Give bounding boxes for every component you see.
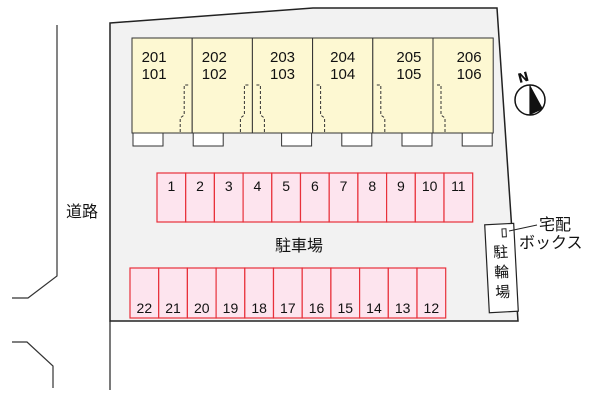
balcony bbox=[341, 132, 373, 147]
balcony bbox=[132, 132, 164, 147]
parking-space: 20 bbox=[186, 267, 217, 319]
bicycle-parking: 駐輪場 bbox=[484, 222, 519, 314]
parking-space-number: 19 bbox=[223, 300, 239, 316]
unit-number-upper: 206 bbox=[457, 49, 482, 66]
parking-space-number: 22 bbox=[137, 300, 153, 316]
road-edge-upper bbox=[12, 25, 58, 299]
parking-space-number: 6 bbox=[311, 178, 319, 194]
balcony bbox=[401, 132, 433, 147]
unit-number-lower: 101 bbox=[142, 66, 167, 83]
unit-number-upper: 205 bbox=[396, 49, 421, 66]
unit-number-lower: 105 bbox=[396, 66, 421, 83]
parking-space: 3 bbox=[213, 172, 244, 223]
parking-space: 17 bbox=[272, 267, 303, 319]
entrance-path bbox=[316, 84, 326, 133]
parking-space: 22 bbox=[129, 267, 160, 319]
delivery-box-label-1: 宅配 bbox=[539, 215, 571, 234]
unit-number-upper: 202 bbox=[202, 49, 227, 66]
parking-space: 6 bbox=[299, 172, 330, 223]
entrance-path bbox=[179, 84, 189, 133]
north-compass-icon: N bbox=[514, 70, 546, 116]
parking-label: 駐車場 bbox=[275, 236, 323, 255]
balcony bbox=[281, 132, 313, 147]
parking-space: 12 bbox=[416, 267, 447, 319]
parking-space-number: 14 bbox=[366, 300, 382, 316]
parking-space-number: 5 bbox=[282, 178, 290, 194]
parking-space: 14 bbox=[359, 267, 389, 319]
parking-space-number: 16 bbox=[309, 300, 325, 316]
north-label: N bbox=[516, 70, 530, 87]
parking-space-number: 1 bbox=[167, 178, 175, 194]
parking-space: 13 bbox=[387, 267, 418, 319]
unit-number-lower: 106 bbox=[457, 66, 482, 83]
parking-space-number: 3 bbox=[225, 178, 233, 194]
parking-space-number: 4 bbox=[254, 178, 262, 194]
entrance-path bbox=[376, 84, 386, 133]
road-label: 道路 bbox=[66, 202, 98, 221]
parking-space: 15 bbox=[330, 267, 361, 319]
parking-space: 8 bbox=[357, 172, 388, 223]
parking-space: 21 bbox=[158, 267, 188, 319]
balcony bbox=[461, 132, 493, 147]
parking-space-number: 8 bbox=[368, 178, 376, 194]
bicycle-parking-label: 駐輪場 bbox=[491, 244, 512, 305]
parking-space: 19 bbox=[215, 267, 246, 319]
parking-space: 11 bbox=[443, 172, 474, 223]
parking-space-number: 17 bbox=[280, 300, 296, 316]
entrance-path bbox=[437, 84, 446, 133]
parking-space: 10 bbox=[414, 172, 445, 223]
balcony bbox=[192, 132, 224, 147]
parking-space-number: 20 bbox=[194, 300, 210, 316]
entrance-path bbox=[256, 84, 265, 133]
parking-space-number: 13 bbox=[395, 300, 411, 316]
parking-space-number: 21 bbox=[165, 300, 181, 316]
delivery-box-leader bbox=[508, 224, 538, 232]
parking-space: 4 bbox=[242, 172, 273, 223]
parking-space-number: 9 bbox=[397, 178, 405, 194]
parking-space-number: 18 bbox=[251, 300, 267, 316]
delivery-box-icon bbox=[501, 228, 507, 238]
parking-space: 1 bbox=[156, 172, 187, 223]
parking-space: 5 bbox=[271, 172, 302, 223]
parking-space: 9 bbox=[386, 172, 416, 223]
parking-space-number: 2 bbox=[196, 178, 204, 194]
delivery-box-label-2: ボックス bbox=[519, 233, 583, 252]
parking-space: 16 bbox=[301, 267, 332, 319]
entrance-path bbox=[239, 84, 249, 133]
parking-space: 18 bbox=[244, 267, 275, 319]
unit-number-lower: 103 bbox=[270, 66, 295, 83]
unit-number-upper: 204 bbox=[330, 49, 355, 66]
parking-space: 7 bbox=[328, 172, 359, 223]
parking-space-number: 15 bbox=[337, 300, 353, 316]
unit-number-lower: 104 bbox=[330, 66, 355, 83]
unit-number-upper: 203 bbox=[270, 49, 295, 66]
parking-space-number: 7 bbox=[340, 178, 348, 194]
parking-space-number: 12 bbox=[424, 300, 440, 316]
road-edge-lower bbox=[12, 341, 54, 388]
parking-space: 2 bbox=[185, 172, 215, 223]
unit-number-lower: 102 bbox=[202, 66, 227, 83]
unit-number-upper: 201 bbox=[142, 49, 167, 66]
parking-space-number: 10 bbox=[422, 178, 438, 194]
parking-space-number: 11 bbox=[451, 178, 466, 194]
